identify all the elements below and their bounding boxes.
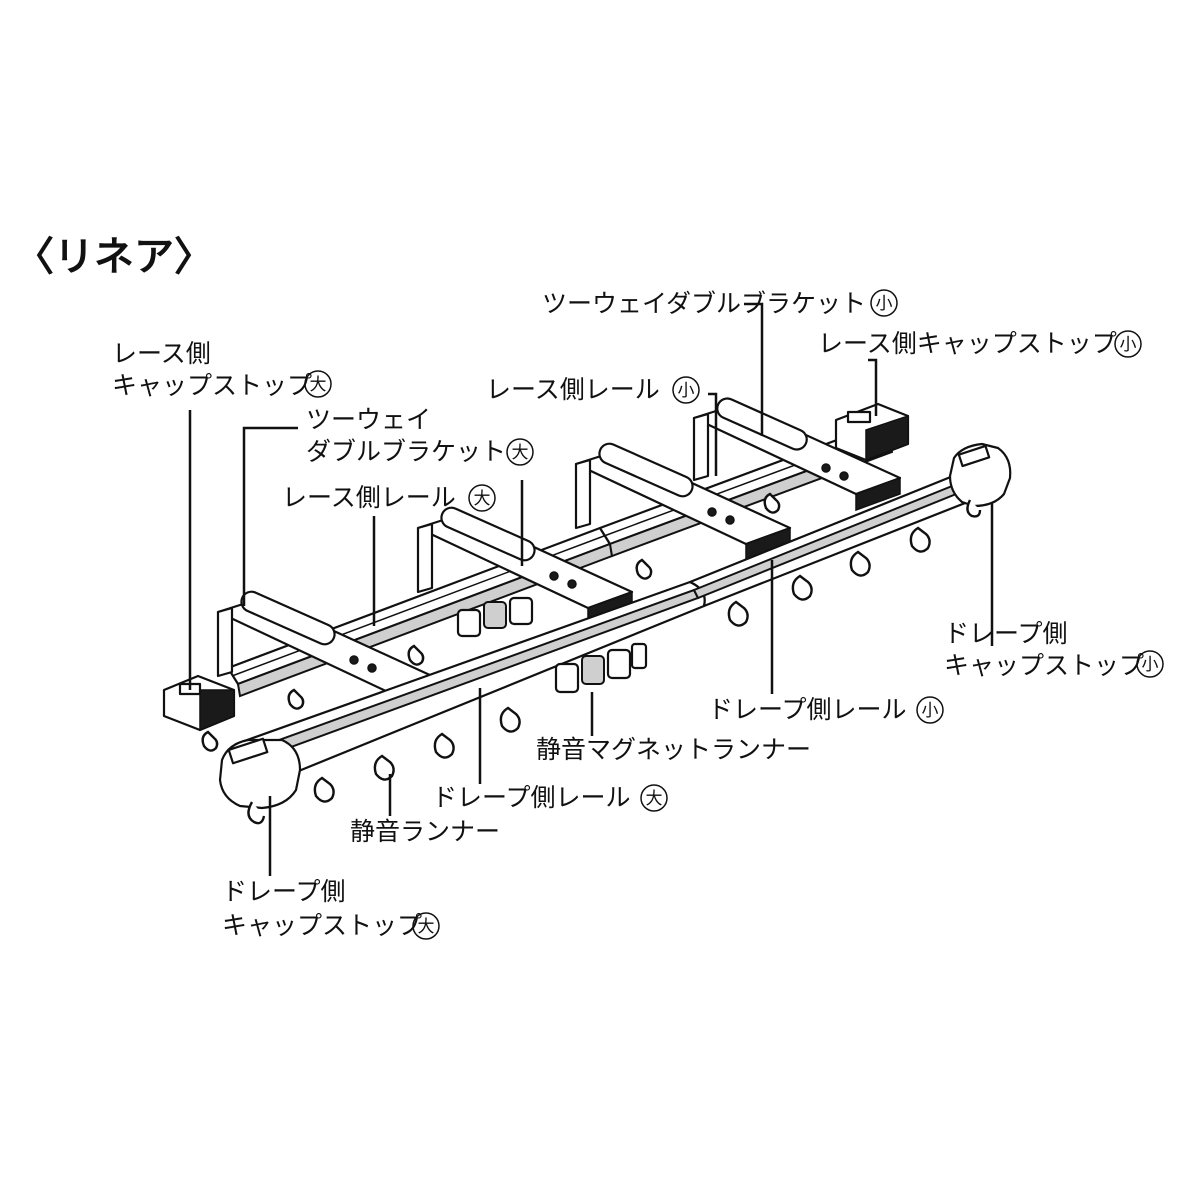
size-mark-big: 大 bbox=[640, 784, 668, 812]
label-drape-rail-large: ドレープ側レール bbox=[432, 783, 631, 812]
lace-cap-stop-large-shape bbox=[162, 674, 236, 732]
label-lace-cap-large-line2: キャップストップ bbox=[112, 371, 312, 400]
leader-twoway-large bbox=[242, 426, 298, 606]
label-drape-cap-large-line2: キャップストップ bbox=[222, 911, 422, 940]
magnet-runner-shapes bbox=[456, 596, 648, 694]
drape-cap-stop-large-shape bbox=[218, 737, 302, 825]
svg-text:小: 小 bbox=[1142, 655, 1159, 675]
lace-runner-hooks bbox=[201, 492, 781, 752]
svg-text:小: 小 bbox=[876, 294, 893, 314]
svg-text:大: 大 bbox=[646, 789, 663, 809]
lace-cap-stop-small-shape bbox=[834, 402, 910, 462]
svg-text:小: 小 bbox=[1120, 335, 1137, 355]
label-silent-runner: 静音ランナー bbox=[350, 817, 500, 846]
diagram-title: 〈リネア〉 bbox=[14, 234, 214, 280]
svg-text:大: 大 bbox=[418, 917, 435, 937]
label-drape-cap-small-line1: ドレープ側 bbox=[944, 619, 1068, 648]
label-drape-cap-large-line1: ドレープ側 bbox=[222, 877, 346, 906]
size-mark-small: 小 bbox=[672, 376, 700, 404]
rail-illustration bbox=[162, 397, 1012, 825]
size-mark-big: 大 bbox=[412, 912, 440, 940]
label-twoway-small: ツーウェイダブルブラケット bbox=[542, 289, 866, 318]
label-twoway-large-line1: ツーウェイ bbox=[306, 405, 431, 434]
size-mark-big: 大 bbox=[506, 438, 534, 466]
part-labels: レース側 キャップストップ 大 ツーウェイ ダブルブラケット 大 レース側レール… bbox=[112, 289, 1164, 940]
label-twoway-large-line2: ダブルブラケット bbox=[306, 437, 506, 466]
size-mark-big: 大 bbox=[468, 484, 496, 512]
size-mark-big: 大 bbox=[304, 370, 332, 398]
svg-text:大: 大 bbox=[310, 375, 327, 395]
leader-twoway-small bbox=[744, 302, 764, 436]
label-drape-cap-small-line2: キャップストップ bbox=[944, 651, 1144, 680]
bracket-3 bbox=[574, 442, 792, 562]
label-lace-rail-small: レース側レール bbox=[486, 375, 660, 404]
svg-text:大: 大 bbox=[512, 443, 529, 463]
leader-lace-rail-small bbox=[708, 392, 718, 476]
label-lace-rail-large: レース側レール bbox=[282, 483, 456, 512]
label-lace-cap-small: レース側キャップストップ bbox=[818, 329, 1117, 358]
svg-text:大: 大 bbox=[474, 489, 491, 509]
size-mark-small: 小 bbox=[1114, 330, 1142, 358]
leader-lines bbox=[188, 302, 994, 876]
label-lace-cap-large-line1: レース側 bbox=[112, 339, 211, 368]
drape-cap-stop-small-shape bbox=[948, 442, 1012, 518]
label-drape-rail-small: ドレープ側レール bbox=[708, 695, 907, 724]
svg-text:小: 小 bbox=[678, 381, 695, 401]
svg-text:小: 小 bbox=[922, 701, 939, 721]
leader-lace-cap-small bbox=[868, 358, 878, 416]
label-magnet-runner: 静音マグネットランナー bbox=[536, 735, 811, 764]
size-mark-small: 小 bbox=[870, 289, 898, 317]
size-mark-small: 小 bbox=[1136, 650, 1164, 678]
size-mark-small: 小 bbox=[916, 696, 944, 724]
silent-runner-hooks bbox=[313, 526, 931, 803]
